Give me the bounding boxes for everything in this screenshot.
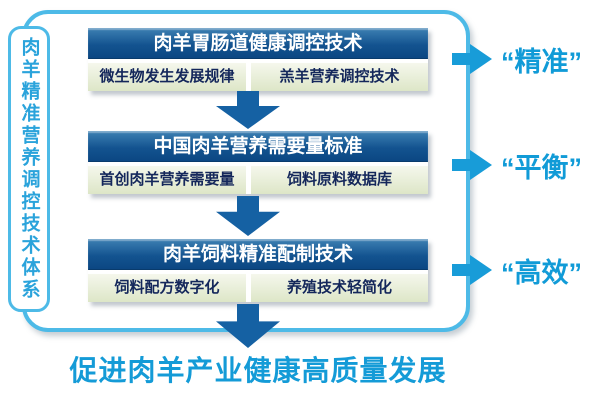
block-header: 中国肉羊营养需要量标准 (88, 131, 428, 162)
subitem-formula-digital: 饲料配方数字化 (88, 273, 246, 302)
block-nutrition-standard: 中国肉羊营养需要量标准 首创肉羊营养需要量 饲料原料数据库 (88, 131, 428, 194)
tag-label-balance: “平衡” (501, 152, 582, 183)
down-arrow-icon (216, 91, 280, 129)
block-subitems: 微生物发生发展规律 羔羊营养调控技术 (88, 62, 428, 91)
tag-label-precision: “精准” (501, 46, 582, 77)
tag-row-balance: “平衡” (452, 146, 582, 184)
subitem-microbe-law: 微生物发生发展规律 (88, 62, 246, 91)
subitem-ingredient-database: 饲料原料数据库 (251, 165, 428, 194)
subitem-lamb-nutrition: 羔羊营养调控技术 (251, 62, 428, 91)
tag-row-precision: “精准” (452, 40, 582, 78)
down-arrow-icon (216, 304, 280, 348)
tag-label-efficiency: “高效” (501, 257, 582, 288)
block-gut-health-tech: 肉羊胃肠道健康调控技术 微生物发生发展规律 羔羊营养调控技术 (88, 28, 428, 91)
right-arrow-icon (452, 44, 492, 74)
subitem-requirement-first: 首创肉羊营养需要量 (88, 165, 246, 194)
down-arrow-icon (216, 196, 280, 236)
block-feed-formulation: 肉羊饲料精准配制技术 饲料配方数字化 养殖技术轻简化 (88, 239, 428, 302)
tag-row-efficiency: “高效” (452, 251, 582, 289)
block-subitems: 饲料配方数字化 养殖技术轻简化 (88, 273, 428, 302)
footer-slogan: 促进肉羊产业健康高质量发展 (69, 355, 447, 386)
block-header: 肉羊胃肠道健康调控技术 (88, 28, 428, 59)
system-title-pill: 肉羊精准营养调控技术体系 (8, 26, 50, 312)
block-subitems: 首创肉羊营养需要量 饲料原料数据库 (88, 165, 428, 194)
block-header: 肉羊饲料精准配制技术 (88, 239, 428, 270)
subitem-breeding-simplified: 养殖技术轻简化 (251, 273, 428, 302)
system-title-vertical: 肉羊精准营养调控技术体系 (18, 37, 40, 301)
right-arrow-icon (452, 255, 492, 285)
right-arrow-icon (452, 150, 492, 180)
